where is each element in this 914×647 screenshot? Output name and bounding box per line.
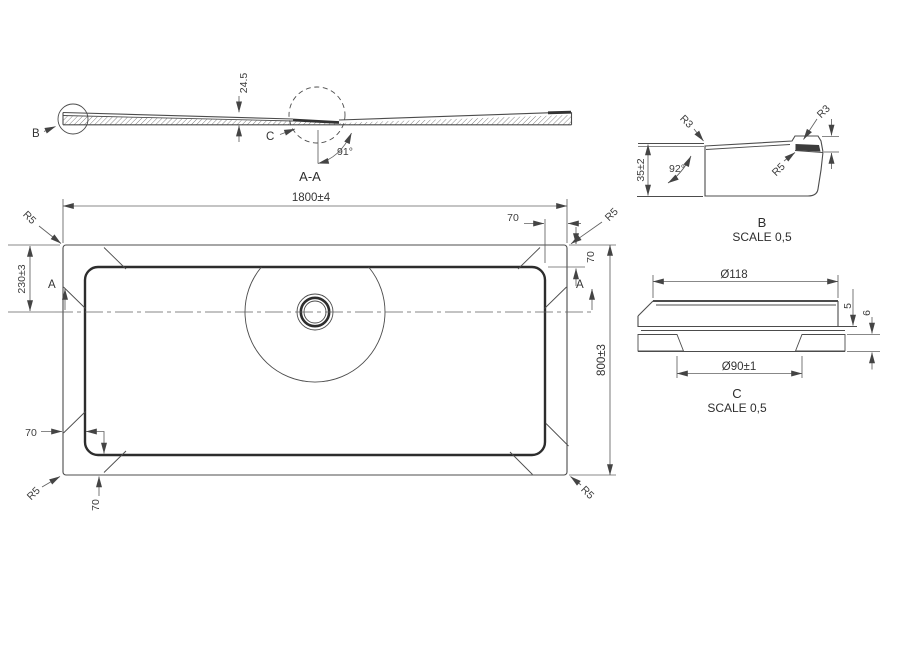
detail-view-b: 35±2 92° R3 R3 R5 B SCALE 0,5: [635, 103, 839, 244]
dim-b-angle-label: 92°: [669, 163, 685, 175]
width-dimension: 800±3: [569, 244, 616, 476]
detail-b-title: B: [758, 215, 767, 230]
detail-c-title: C: [732, 386, 741, 401]
detail-c-leader: [279, 128, 296, 136]
dim-drain-diameter-label: Ø90±1: [722, 361, 756, 373]
detail-c-depth-dimension: 6: [847, 310, 880, 370]
section-cut-marker-left: A: [48, 279, 68, 310]
detail-b-lip: [795, 144, 821, 152]
inner-floor-outline: [83, 265, 547, 457]
detail-c-drain-diameter-dimension: Ø90±1: [676, 356, 803, 378]
section-aa-title: A-A: [299, 169, 321, 184]
detail-marker-b-label: B: [32, 128, 40, 140]
dim-c-depth-label: 6: [861, 310, 873, 316]
corner-creases: [63, 247, 569, 475]
detail-b-radius-r3-left: R3: [677, 113, 704, 142]
dim-flange-diameter-label: Ø118: [720, 269, 747, 281]
detail-c-scale-label: SCALE 0,5: [707, 401, 767, 415]
corner-radius-bottom-left: R5: [25, 476, 61, 503]
detail-b-height-dimension: 35±2: [635, 144, 651, 196]
dim-width-label: 800±3: [596, 344, 608, 376]
dim-thickness-label: 24.5: [238, 73, 250, 94]
rim-width-dimension-left: 70: [25, 427, 107, 454]
tray-section-hatch: [63, 115, 571, 125]
dim-c-height-label: 5: [842, 303, 854, 309]
radius-label-tl: R5: [20, 209, 38, 227]
corner-radius-top-right: R5: [570, 206, 621, 245]
detail-b-body: [704, 135, 824, 197]
dim-rim-right-label: 70: [585, 251, 597, 263]
detail-c-flange: [637, 300, 857, 331]
dim-angle-label: 91°: [337, 146, 353, 158]
outer-rim-outline: [62, 244, 568, 476]
detail-c-height-dimension: 5: [842, 289, 856, 326]
section-view-aa: B C 24.5 91° A-A: [32, 73, 573, 184]
detail-b-callout-circle: [57, 103, 89, 135]
detail-view-c: Ø118 Ø90±1 5 6 C SCALE 0,5: [637, 269, 880, 415]
detail-b-lip-step: [794, 150, 823, 153]
dim-rim-bottom-label: 70: [90, 499, 102, 511]
section-cut-marker-right: A: [576, 279, 595, 310]
dim-rim-top-label: 70: [507, 212, 519, 224]
length-dimension: 1800±4: [62, 192, 568, 243]
radius-label-br: R5: [578, 484, 596, 502]
section-marker-a-left: A: [48, 279, 56, 291]
drain-recess-arc: [244, 266, 386, 383]
rim-width-dimension-right: 70: [548, 227, 597, 286]
detail-b-radius-r5: R5: [770, 152, 796, 179]
tray-section-profile: [62, 110, 573, 126]
detail-c-hatch-left: [637, 334, 685, 352]
drain-angle-dimension: 91°: [317, 130, 353, 164]
radius-r3-left-label: R3: [677, 113, 695, 131]
radius-r3-right-label: R3: [815, 103, 833, 121]
corner-radius-bottom-right: R5: [570, 476, 596, 502]
corner-radius-top-left: R5: [20, 209, 62, 244]
radius-label-tr: R5: [603, 206, 621, 224]
detail-c-flange-diameter-dimension: Ø118: [652, 269, 839, 298]
dim-rim-left-label: 70: [25, 427, 37, 439]
radius-label-bl: R5: [25, 485, 43, 503]
detail-b-angle-dimension: 92°: [667, 155, 692, 184]
detail-c-callout-circle: [288, 86, 346, 144]
dim-b-height-label: 35±2: [635, 158, 647, 181]
detail-b-leader: [43, 126, 56, 134]
detail-c-hatch-right: [794, 334, 846, 352]
plan-view: A A 1800±4 800±3 230±3 70: [8, 192, 621, 511]
rim-width-dimension-bottom: 70: [90, 476, 102, 511]
detail-b-scale-label: SCALE 0,5: [732, 230, 792, 244]
detail-b-lip-dimension: [822, 119, 839, 169]
detail-marker-c-label: C: [266, 131, 274, 143]
section-marker-a-right: A: [576, 279, 584, 291]
detail-b-rim-line: [705, 144, 791, 150]
drain-offset-dimension: 230±3: [8, 244, 60, 313]
dim-length-label: 1800±4: [292, 192, 331, 204]
rim-width-dimension-top: 70: [507, 212, 581, 263]
dim-drain-offset-label: 230±3: [16, 264, 28, 293]
detail-b-radius-r3-right: R3: [803, 103, 833, 140]
thickness-dimension: 24.5: [236, 73, 250, 142]
radius-r5-label: R5: [770, 161, 788, 179]
